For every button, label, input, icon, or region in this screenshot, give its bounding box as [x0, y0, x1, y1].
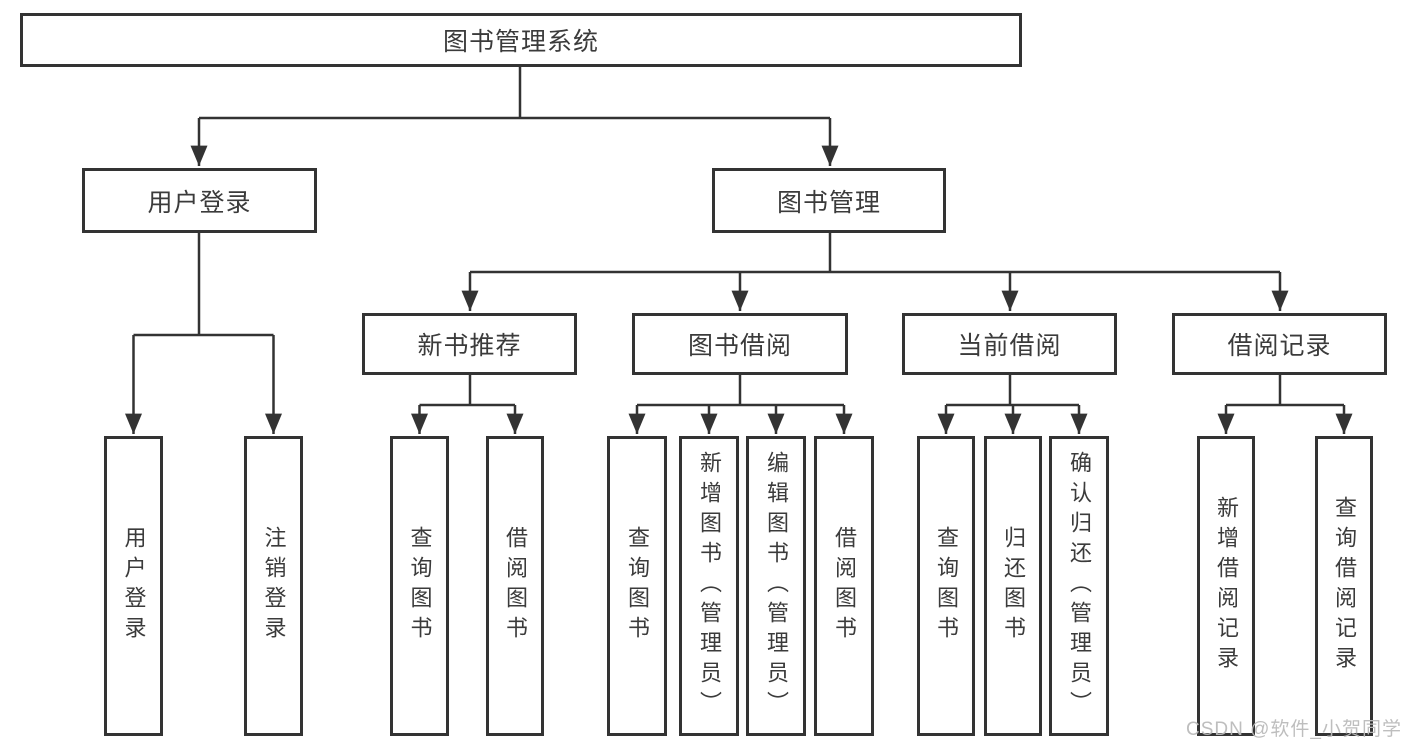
node-new-book-recommend: 新书推荐 — [362, 313, 577, 375]
leaf-query-borrow-record: 查询借阅记录 — [1315, 436, 1373, 736]
csdn-watermark: CSDN @软件_小贺同学 — [1186, 719, 1402, 740]
node-book-borrowing: 图书借阅 — [632, 313, 848, 375]
leaf-user-login: 用户登录 — [104, 436, 163, 736]
node-root-system: 图书管理系统 — [20, 13, 1022, 67]
leaf-add-books-admin: 新增图书（管理员） — [679, 436, 739, 736]
leaf-add-borrow-record: 新增借阅记录 — [1197, 436, 1255, 736]
connector-user-login-to-leaves — [125, 233, 282, 434]
leaf-borrow-books-borrowing: 借阅图书 — [814, 436, 874, 736]
node-book-management: 图书管理 — [712, 168, 946, 233]
node-borrowing-records: 借阅记录 — [1172, 313, 1387, 375]
leaf-return-books: 归还图书 — [984, 436, 1042, 736]
node-user-login: 用户登录 — [82, 168, 317, 233]
connector-new-book-recommend-to-leaves — [411, 375, 524, 434]
leaf-edit-books-admin: 编辑图书（管理员） — [746, 436, 806, 736]
leaf-confirm-return-admin: 确认归还（管理员） — [1049, 436, 1109, 736]
leaf-logout: 注销登录 — [244, 436, 303, 736]
leaf-query-books-current: 查询图书 — [917, 436, 975, 736]
connector-current-borrowing-to-leaves — [937, 375, 1088, 434]
connector-root-to-level2 — [190, 66, 839, 167]
connector-book-borrowing-to-leaves — [628, 375, 853, 434]
leaf-borrow-books-recommend: 借阅图书 — [486, 436, 544, 736]
leaf-query-books-recommend: 查询图书 — [390, 436, 449, 736]
leaf-query-books-borrowing: 查询图书 — [607, 436, 667, 736]
node-current-borrowing: 当前借阅 — [902, 313, 1117, 375]
connector-borrowing-records-to-leaves — [1217, 375, 1353, 434]
connector-book-management-to-level3 — [461, 233, 1289, 311]
